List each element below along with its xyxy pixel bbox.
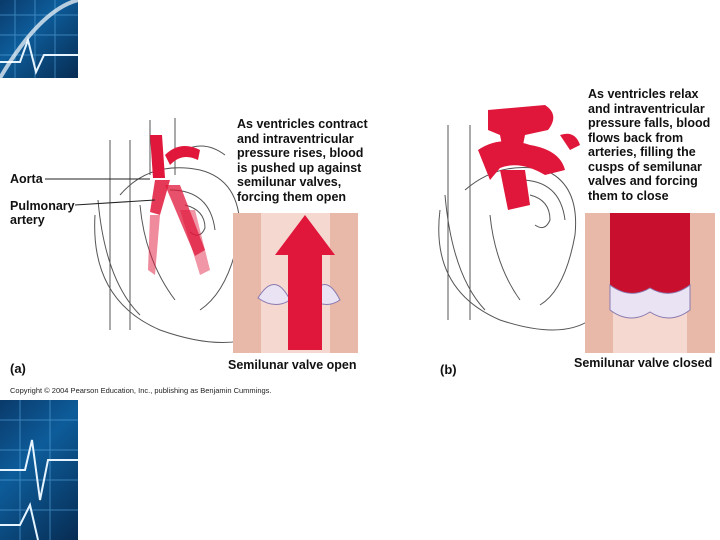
- caption-line: As ventricles relax: [588, 87, 699, 101]
- caption-line: arteries, filling the: [588, 145, 696, 159]
- decorative-grid-graphic: [0, 0, 78, 78]
- label-pulmonary-artery: Pulmonary artery: [10, 199, 75, 227]
- caption-line: them to close: [588, 188, 669, 203]
- label-aorta: Aorta: [10, 172, 43, 186]
- copyright-notice: Copyright © 2004 Pearson Education, Inc.…: [10, 386, 272, 395]
- label-pulmonary-line-1: Pulmonary: [10, 199, 75, 213]
- panel-b-letter: (b): [440, 362, 457, 377]
- caption-line: forcing them open: [237, 189, 347, 204]
- decorative-grid-graphic: [0, 400, 78, 540]
- caption-line: and intraventricular: [588, 101, 705, 116]
- heart-b-blood-flow: [478, 105, 580, 210]
- panel-a-caption: As ventricles contract and intraventricu…: [237, 117, 368, 204]
- inset-b-caption: Semilunar valve closed: [574, 356, 713, 370]
- label-leader-lines: [45, 178, 156, 206]
- caption-line: and intraventricular: [237, 131, 354, 146]
- decorative-corner-bottom: [0, 400, 78, 540]
- caption-line: valves and forcing: [588, 174, 698, 188]
- caption-line: pressure rises, blood: [237, 146, 364, 160]
- panel-a-letter: (a): [10, 361, 26, 376]
- panel-b-caption: As ventricles relax and intraventricular…: [588, 87, 710, 203]
- caption-line: As ventricles contract: [237, 117, 368, 131]
- label-pulmonary-line-2: artery: [10, 213, 45, 227]
- heart-a-blood-flow: [148, 135, 210, 275]
- caption-line: is pushed up against: [237, 160, 362, 175]
- caption-line: pressure falls, blood: [588, 116, 711, 130]
- caption-line: semilunar valves,: [237, 175, 342, 189]
- caption-line: cusps of semilunar: [588, 159, 702, 174]
- caption-line: flows back from: [588, 130, 684, 145]
- inset-b-valve-closed: [585, 213, 715, 353]
- inset-a-valve-open: [233, 213, 358, 353]
- decorative-corner-top: [0, 0, 78, 78]
- inset-a-caption: Semilunar valve open: [228, 358, 357, 372]
